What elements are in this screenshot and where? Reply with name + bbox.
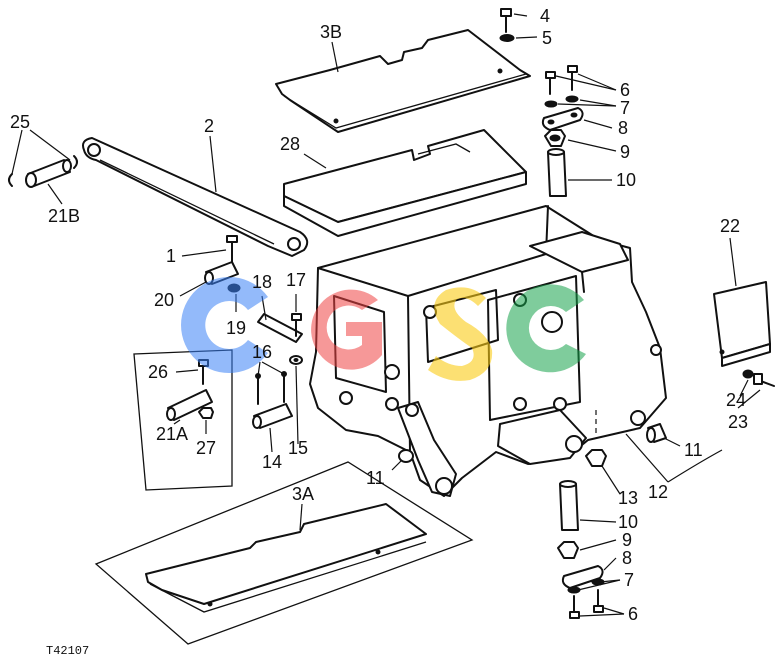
cap-screws-6-top	[545, 65, 578, 95]
callout-13: 13	[618, 488, 638, 508]
watermark-letter-g	[311, 289, 382, 370]
pin-10-top	[547, 148, 567, 197]
pin-21A	[166, 389, 213, 421]
link-2	[82, 137, 309, 257]
callout-8-top: 8	[618, 118, 628, 138]
callout-16: 16	[252, 342, 272, 362]
callout-15: 15	[288, 438, 308, 458]
cap-screw-1	[226, 235, 238, 263]
callout-11-right: 11	[684, 440, 703, 460]
callout-21A: 21A	[156, 424, 188, 444]
pin-14	[252, 403, 293, 429]
callout-20: 20	[154, 290, 174, 310]
bushing-11-left	[398, 449, 414, 463]
nut-27	[198, 407, 214, 419]
callout-7-top: 7	[620, 98, 630, 118]
watermark-letter-c2	[506, 284, 586, 373]
bushing-11-right	[646, 423, 667, 443]
pin-18	[257, 313, 303, 343]
washer-15	[289, 355, 303, 365]
watermark-letter-s	[428, 287, 493, 381]
callout-8-bottom: 8	[622, 548, 632, 568]
nut-9-bottom	[557, 541, 579, 559]
callout-26: 26	[148, 362, 168, 382]
cover-plate-3A	[145, 503, 427, 613]
callout-18: 18	[252, 272, 272, 292]
callout-27: 27	[196, 438, 216, 458]
strap-8-top	[541, 107, 584, 131]
callout-2: 2	[204, 116, 214, 136]
callout-3B: 3B	[320, 22, 342, 42]
spring-clips-25	[8, 155, 78, 187]
callout-17: 17	[286, 270, 306, 290]
cover-plate-3A-outline	[94, 461, 474, 645]
callout-5: 5	[542, 28, 552, 48]
callout-28: 28	[280, 134, 300, 154]
strap-8-bottom	[561, 565, 604, 589]
nut-9-top	[544, 129, 566, 147]
pins-16	[255, 371, 287, 405]
callout-22: 22	[720, 216, 740, 236]
callout-11-left: 11	[366, 468, 385, 488]
lock-washers-7-top	[544, 95, 579, 108]
callout-9-bottom: 9	[622, 530, 632, 550]
callout-6-bottom: 6	[628, 604, 638, 624]
callout-3A: 3A	[292, 484, 314, 504]
callout-25: 25	[10, 112, 30, 132]
callout-24: 24	[726, 390, 746, 410]
callout-4: 4	[540, 6, 550, 26]
pin-10-bottom	[559, 480, 579, 531]
callout-7-bottom: 7	[624, 570, 634, 590]
lock-washers-7-bottom	[567, 578, 605, 594]
figure-reference-code: T42107	[46, 644, 89, 658]
shield-22	[713, 281, 771, 367]
callout-19: 19	[226, 318, 246, 338]
pin-21B	[25, 159, 72, 188]
cap-screw-23	[753, 373, 775, 387]
callout-9-top: 9	[620, 142, 630, 162]
washer-24	[742, 369, 754, 379]
cap-screw-4	[500, 8, 512, 33]
callout-6-top: 6	[620, 80, 630, 100]
watermark-logo	[181, 277, 586, 381]
callout-labels: 4 5 3B 6 7 8 9 10 25 2 28 21B 1 20 18 17…	[10, 6, 748, 658]
watermark-letter-c	[181, 277, 268, 373]
callout-23: 23	[728, 412, 748, 432]
floor-plate-28	[283, 129, 527, 237]
nut-13	[585, 449, 607, 467]
callout-10-bottom: 10	[618, 512, 638, 532]
cap-screw-17	[291, 313, 302, 337]
callout-21B: 21B	[48, 206, 80, 226]
cap-screws-6-bottom	[569, 589, 604, 619]
callout-14: 14	[262, 452, 282, 472]
callout-10-top: 10	[616, 170, 636, 190]
washer-5	[499, 34, 515, 42]
callout-1: 1	[166, 246, 176, 266]
leader-lines	[11, 13, 761, 617]
callout-12: 12	[648, 482, 668, 502]
cover-plate-3B	[275, 29, 531, 133]
